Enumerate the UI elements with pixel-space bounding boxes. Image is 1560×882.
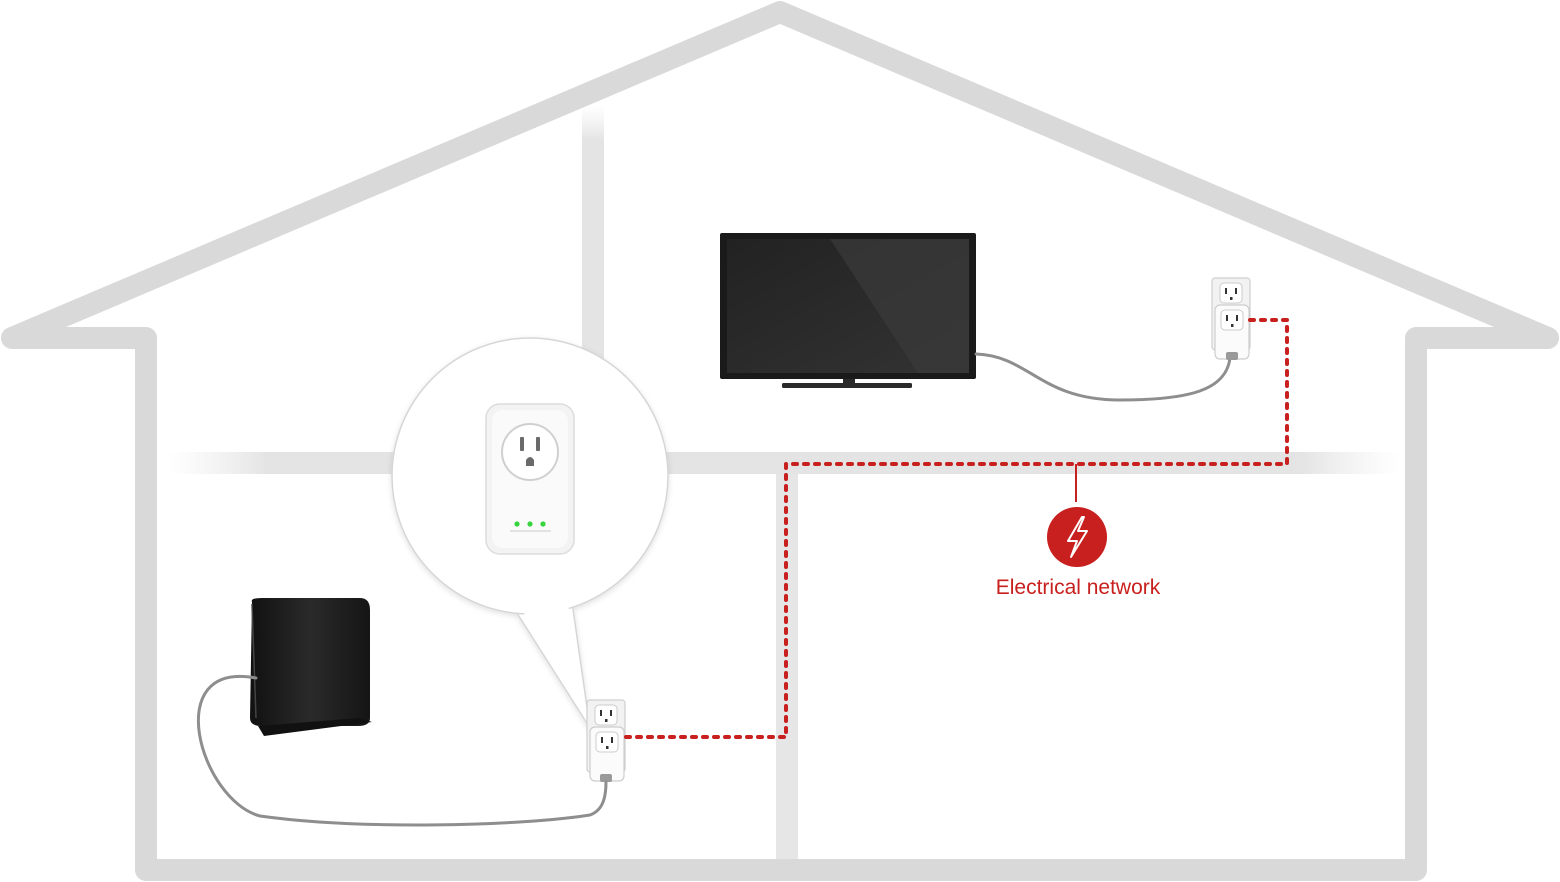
powerline-adapter-closeup [485, 403, 575, 555]
network-label: Electrical network [996, 576, 1161, 599]
lightning-bolt-icon [1047, 507, 1107, 567]
lower-powerline-adapter [589, 726, 625, 782]
led-ethernet [527, 521, 533, 527]
television-icon [720, 233, 976, 388]
led-power [514, 521, 520, 527]
electrical-network-line [624, 318, 1289, 739]
tv-ethernet-cable [974, 352, 1232, 402]
upper-powerline-adapter [1214, 304, 1250, 360]
wifi-router-icon [250, 598, 372, 736]
led-data [540, 521, 546, 527]
router-ethernet-cable [196, 674, 608, 827]
